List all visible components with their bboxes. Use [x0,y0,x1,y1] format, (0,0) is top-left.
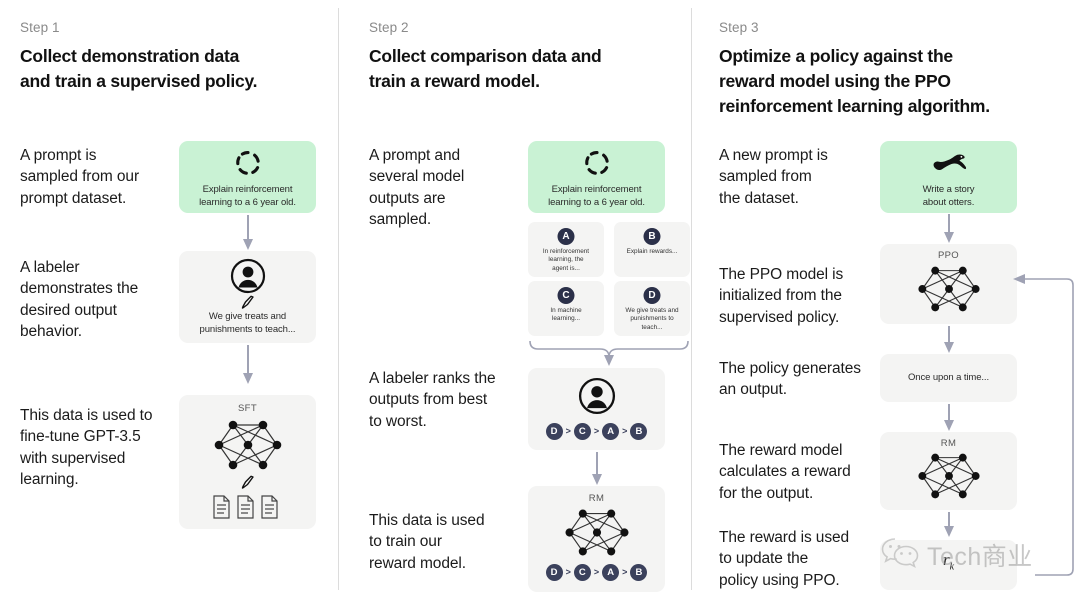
output-text-b: Explain rewards... [626,248,678,255]
neural-net-icon [915,263,983,320]
step-2-output-card-c[interactable]: C In machine learning... [528,281,604,336]
step-1-column: Step 1 Collect demonstration data and tr… [0,0,338,597]
step-3-arrow-2 [942,326,956,359]
step-3-ppo-box[interactable]: PPO [880,244,1017,324]
step-2-output-card-d[interactable]: D We give treats and punishments to teac… [614,281,690,336]
step-1-labeler-box[interactable]: We give treats and punishments to teach.… [179,251,316,343]
rank-chip-2: C [573,423,591,440]
step-2-narrative-2: A labeler ranks the outputs from best to… [369,370,496,430]
rm-rank-sep-2: > [593,567,600,577]
rm-rank-chip-2: C [573,564,591,581]
step-2-rm-ranking-row: D > C > A > B [528,564,665,581]
step-3-feedback-loop [1005,270,1080,585]
step-3-ppo-label: PPO [937,250,960,261]
rm-rank-chip-3: A [602,564,620,581]
step-2-output-card-a[interactable]: A In reinforcement learning, the agent i… [528,222,604,277]
step-3-prompt-caption: Write a story about otters. [922,184,975,208]
step-3-narrative-5: The reward is used to update the policy … [719,529,850,589]
step-2-output-card-b[interactable]: B Explain rewards... [614,222,690,277]
reward-symbol: rk [942,550,955,573]
dashed-circle-icon [584,150,610,181]
step-1-labeler-caption: We give treats and punishments to teach.… [199,311,296,335]
step-3-arrow-1 [942,214,956,249]
step-1-arrow-2 [241,345,255,390]
step-3-narrative-2: The PPO model is initialized from the su… [719,266,844,326]
step-2-label: Step 2 [369,20,409,35]
step-2-prompt-box[interactable]: Explain reinforcement learning to a 6 ye… [528,141,665,213]
step-2-prompt-caption: Explain reinforcement learning to a 6 ye… [548,184,645,208]
step-2-arrow-rm [590,452,604,491]
rank-chip-4: B [630,423,648,440]
neural-net-icon [915,450,983,507]
step-3-reward-box[interactable]: rk [880,540,1017,590]
output-text-c: In machine learning... [550,307,582,323]
rank-sep-3: > [622,426,628,436]
step-1-sft-box[interactable]: SFT [179,395,316,529]
dashed-circle-icon [235,150,261,181]
step-1-prompt-box[interactable]: Explain reinforcement learning to a 6 ye… [179,141,316,213]
step-3-narrative-1: A new prompt is sampled from the dataset… [719,147,828,207]
step-3-rm-box[interactable]: RM [880,432,1017,510]
step-1-narrative-1: A prompt is sampled from our prompt data… [20,147,140,207]
output-text-a: In reinforcement learning, the agent is.… [542,248,590,272]
step-2-brace-arrow [528,339,690,372]
pencil-icon [240,475,255,495]
step-3-prompt-box[interactable]: Write a story about otters. [880,141,1017,213]
neural-net-icon [211,417,285,478]
step-3-narrative-reward: The reward model calculates a reward for… [719,442,851,502]
step-2-labeler-box[interactable]: D > C > A > B [528,368,665,450]
step-1-arrow-1 [241,215,255,256]
person-icon [578,377,616,420]
output-badge-a: A [557,228,575,245]
step-3-arrow-4 [942,512,956,543]
step-3-column: Step 3 Optimize a policy against the rew… [705,0,1080,597]
step-1-title: Collect demonstration data and train a s… [20,46,258,91]
step-2-rm-label: RM [588,493,605,504]
step-2-rm-box[interactable]: RM [528,486,665,592]
output-badge-b: B [643,228,661,245]
step-3-output-box[interactable]: Once upon a time... [880,354,1017,402]
step-2-ranking-row: D > C > A > B [528,423,665,440]
step-1-label: Step 1 [20,20,60,35]
step-3-narrative-3: The policy generates an output. [719,360,861,399]
step-1-narrative-2: A labeler demonstrates the desired outpu… [20,259,139,341]
person-icon [230,258,266,299]
step-3-arrow-3 [942,404,956,437]
output-text-d: We give treats and punishments to teach.… [625,307,679,331]
rm-rank-sep-3: > [622,567,628,577]
step-2-narrative-3: This data is used to train our reward mo… [369,512,485,572]
neural-net-icon [562,506,632,564]
output-badge-c: C [557,287,575,304]
otter-icon [928,152,970,179]
rank-sep-1: > [565,426,571,436]
step-1-sft-label: SFT [238,403,257,414]
rank-chip-3: A [602,423,620,440]
step-1-narrative-3: This data is used to fine-tune GPT-3.5 w… [20,407,153,489]
rm-rank-sep-1: > [565,567,571,577]
documents-icon [212,494,284,525]
step-1-prompt-caption: Explain reinforcement learning to a 6 ye… [199,184,296,208]
step-3-label: Step 3 [719,20,759,35]
rank-chip-1: D [545,423,563,440]
column-divider-2 [691,8,692,590]
step-2-title: Collect comparison data and train a rewa… [369,46,602,91]
step-3-rm-label: RM [940,438,957,449]
column-divider-1 [338,8,339,590]
step-2-column: Step 2 Collect comparison data and train… [352,0,691,597]
rm-rank-chip-4: B [630,564,648,581]
step-3-title: Optimize a policy against the reward mod… [719,46,990,116]
rm-rank-chip-1: D [545,564,563,581]
rank-sep-2: > [593,426,600,436]
step-3-output-caption: Once upon a time... [907,372,989,383]
step-2-narrative-1: A prompt and several model outputs are s… [369,147,465,229]
output-badge-d: D [643,287,661,304]
pencil-icon [240,295,255,315]
